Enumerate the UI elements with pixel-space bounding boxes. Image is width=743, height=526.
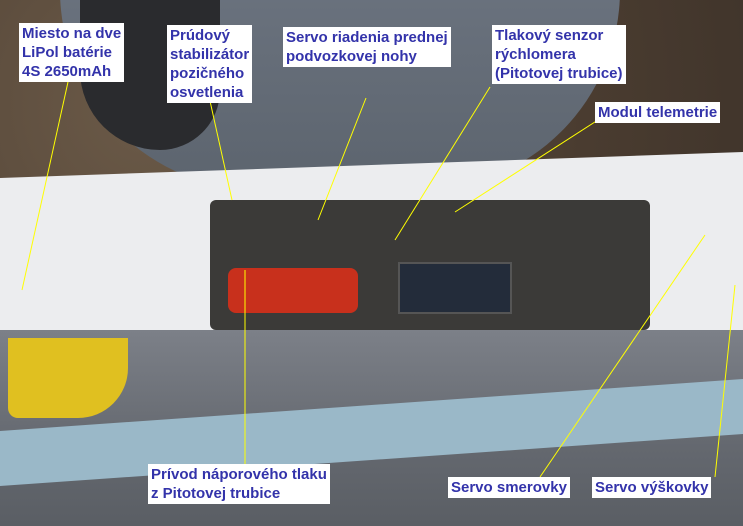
- label-line: stabilizátor: [170, 46, 250, 63]
- leader-line-pressure-sensor: [394, 86, 491, 241]
- label-battery: Miesto na dve LiPol batérie 4S 2650mAh: [19, 23, 125, 82]
- label-line: 4S 2650mAh: [22, 63, 112, 80]
- battery-pack: [228, 268, 358, 313]
- label-line: z Pitotovej trubice: [151, 485, 281, 502]
- label-line: Servo smerovky: [451, 479, 567, 496]
- label-line: osvetlenia: [170, 84, 244, 101]
- label-line: pozičného: [170, 65, 245, 82]
- label-line: Servo riadenia prednej: [286, 29, 448, 46]
- label-line: Miesto na dve: [22, 25, 122, 42]
- label-pitot-feed: Prívod náporového tlaku z Pitotovej trub…: [148, 464, 330, 504]
- label-stabilizer: Prúdový stabilizátor pozičného osvetleni…: [167, 25, 253, 103]
- leader-line-battery: [21, 81, 69, 291]
- leader-line-telemetry: [454, 119, 599, 213]
- label-line: Servo výškovky: [595, 479, 709, 496]
- leader-line-rudder-servo: [539, 234, 706, 478]
- label-line: podvozkovej nohy: [286, 48, 417, 65]
- label-telemetry: Modul telemetrie: [595, 102, 721, 123]
- label-line: (Pitotovej trubice): [495, 65, 623, 82]
- label-pressure-sensor: Tlakový senzor rýchlomera (Pitotovej tru…: [492, 25, 626, 84]
- label-line: LiPol batérie: [22, 44, 113, 61]
- label-line: Prívod náporového tlaku: [151, 466, 327, 483]
- leader-line-stabilizer: [209, 100, 233, 201]
- label-line: Modul telemetrie: [598, 104, 718, 121]
- yellow-marking: [8, 338, 128, 418]
- label-line: Prúdový: [170, 27, 231, 44]
- leader-line-elevator-servo: [714, 284, 736, 478]
- receiver: [398, 262, 512, 314]
- label-elevator-servo: Servo výškovky: [592, 477, 712, 498]
- leader-line-nose-servo: [317, 97, 367, 221]
- label-rudder-servo: Servo smerovky: [448, 477, 570, 498]
- label-nose-gear-servo: Servo riadenia prednej podvozkovej nohy: [283, 27, 451, 67]
- label-line: Tlakový senzor: [495, 27, 604, 44]
- label-line: rýchlomera: [495, 46, 576, 63]
